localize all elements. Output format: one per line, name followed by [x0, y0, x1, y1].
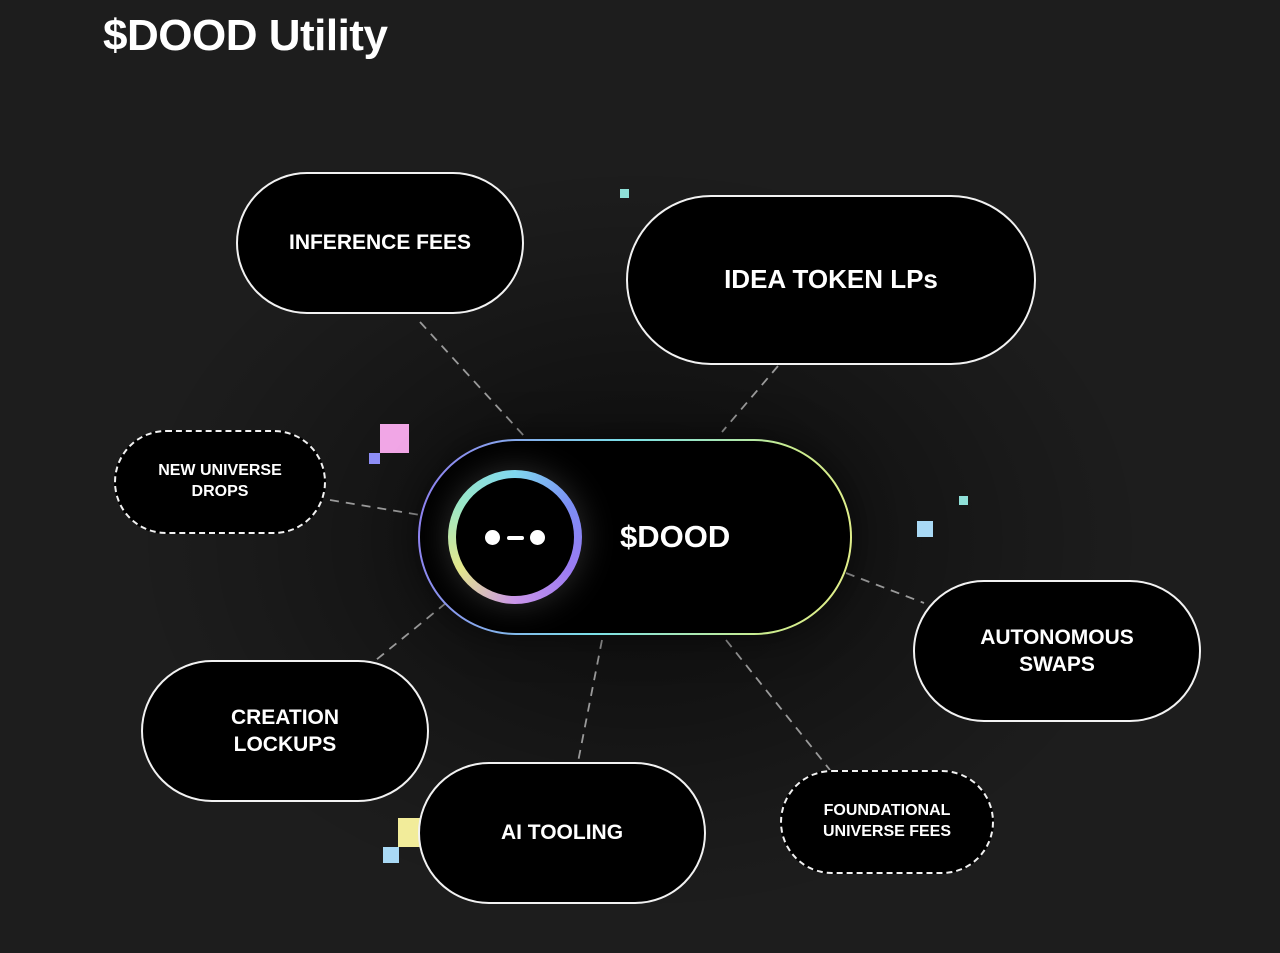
node-foundational-universe-fees-line-1: FOUNDATIONAL [823, 802, 951, 820]
node-new-universe-drops: NEW UNIVERSE DROPS [114, 430, 326, 534]
connector-foundational-universe-fees [725, 639, 831, 771]
connector-creation-lockups [375, 602, 447, 661]
node-ai-tooling: AI TOOLING [418, 762, 706, 904]
pixel-square-blue-bottom [383, 847, 399, 863]
pixel-square-blue-right [917, 521, 933, 537]
dood-face-icon [448, 470, 582, 604]
pixel-square-teal-right [959, 496, 968, 505]
hub-dood: $DOOD [418, 439, 852, 635]
connector-new-universe-drops [329, 499, 421, 516]
node-autonomous-swaps-line-1: AUTONOMOUS [980, 625, 1134, 649]
node-autonomous-swaps: AUTONOMOUS SWAPS [913, 580, 1201, 722]
connector-ai-tooling [577, 639, 603, 763]
node-inference-fees-label: INFERENCE FEES [288, 231, 472, 255]
pixel-square-pink [380, 424, 409, 453]
node-creation-lockups-line-1: CREATION [230, 705, 340, 729]
node-idea-token-lps-label: IDEA TOKEN LPs [724, 264, 938, 295]
dood-face [456, 478, 574, 596]
node-autonomous-swaps-line-2: SWAPS [1019, 653, 1095, 676]
dood-right-eye [530, 530, 545, 545]
node-inference-fees: INFERENCE FEES [236, 172, 524, 314]
connector-inference-fees [419, 321, 526, 438]
pixel-square-yellow [398, 818, 421, 847]
pixel-square-violet [369, 453, 380, 464]
node-creation-lockups: CREATION LOCKUPS [141, 660, 429, 802]
node-new-universe-drops-line-2: DROPS [191, 483, 249, 500]
connector-autonomous-swaps [845, 572, 925, 604]
dood-left-eye [485, 530, 500, 545]
node-idea-token-lps: IDEA TOKEN LPs [626, 195, 1036, 365]
page-title: $DOOD Utility [103, 11, 388, 60]
pixel-square-teal-top [620, 189, 629, 198]
node-ai-tooling-label: AI TOOLING [500, 821, 624, 845]
dood-mouth [507, 536, 524, 540]
hub-dood-label: $DOOD [620, 519, 731, 554]
node-creation-lockups-line-2: LOCKUPS [233, 733, 337, 756]
node-new-universe-drops-line-1: NEW UNIVERSE [158, 462, 282, 480]
connector-idea-token-lps [721, 365, 779, 433]
node-foundational-universe-fees: FOUNDATIONAL UNIVERSE FEES [780, 770, 994, 874]
hub-dood-body: $DOOD [420, 441, 850, 633]
node-foundational-universe-fees-line-2: UNIVERSE FEES [822, 823, 952, 840]
